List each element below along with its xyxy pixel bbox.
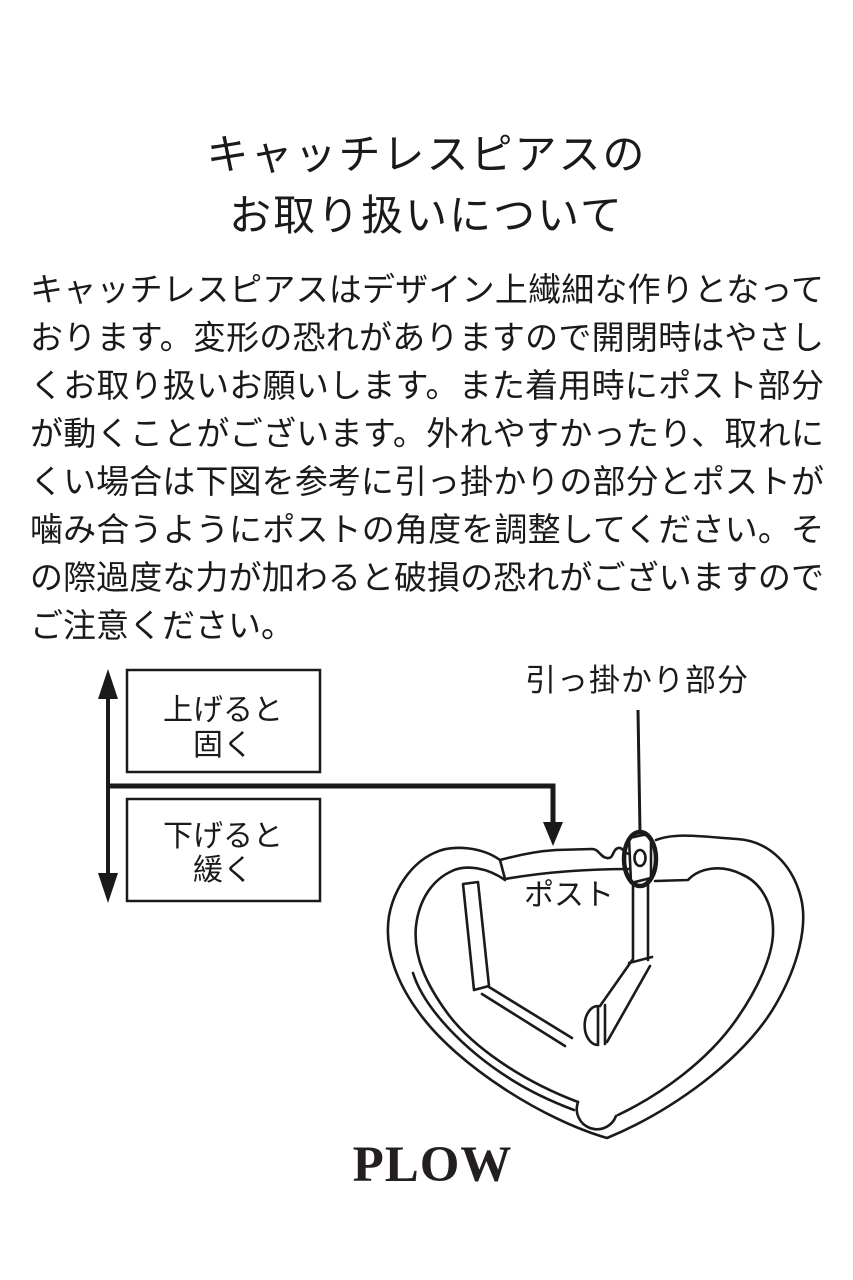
post-bar-top-edge [498, 847, 594, 862]
body-line: が動くことがございます。外れやすかったり、取れに [30, 415, 824, 452]
pointer-arrowhead-icon [543, 822, 563, 846]
band-depth-slant-edges [480, 985, 574, 1048]
raise-box-label-line1: 上げると [163, 694, 283, 727]
raise-box [125, 668, 322, 774]
brand-logo: PLOW [352, 1137, 513, 1193]
body-text: キャッチレスピアスはデザイン上繊細な作りとなって おります。変形の恐れがあります… [30, 266, 824, 650]
body-line: キャッチレスピアスはデザイン上繊細な作りとなって [30, 271, 824, 308]
body-line: 噛み合うようにポストの角度を調整してください。そ [30, 511, 824, 548]
hook-part-label: 引っ掛かり部分 [525, 663, 749, 698]
hinge-arm [627, 876, 654, 965]
heart-inner-outline-right [616, 867, 775, 1117]
hook-leader-line [636, 709, 642, 833]
band-depth-left-bar [461, 880, 491, 992]
hook-hole [633, 848, 647, 868]
page-title: キャッチレスピアスの お取り扱いについて [0, 124, 853, 246]
band-bottom-end-cap [575, 1100, 618, 1131]
post-label: ポスト [524, 879, 614, 912]
lower-box-label-line2: 緩く [193, 854, 253, 887]
hook-highlight-ellipse [621, 829, 659, 889]
heart-earring-illustration [386, 833, 805, 1140]
hoop-open-end-cap [583, 1003, 607, 1047]
body-line: くお取り扱いお願いします。また着用時にポスト部分 [30, 367, 824, 404]
title-line-2: お取り扱いについて [229, 192, 624, 239]
body-line: くい場合は下図を参考に引っ掛かりの部分とポストが [30, 463, 824, 500]
title-line-1: キャッチレスピアスの [206, 131, 647, 178]
band-depth-right-bar [598, 957, 652, 1044]
body-line: ご注意ください。 [30, 607, 294, 644]
lower-box [125, 797, 322, 903]
post-pointer-line [108, 783, 556, 824]
heart-inner-outline-left [414, 866, 580, 1104]
up-arrowhead-icon [98, 669, 118, 699]
post-bar-bottom-edge [503, 867, 632, 881]
body-line: の際過度な力が加わると破損の恐れがございますので [30, 559, 824, 596]
lower-box-label-line1: 下げると [163, 820, 283, 853]
band-cut-edge [498, 858, 507, 881]
body-line: おります。変形の恐れがありますので開閉時はやさし [30, 319, 824, 356]
instruction-diagram: 上げると 固く 下げると 緩く 引っ掛かり部分 [98, 663, 805, 1140]
raise-box-label-line2: 固く [193, 729, 253, 762]
down-arrowhead-icon [98, 873, 118, 903]
band-bottom-shadow-edge [411, 971, 576, 1112]
heart-outer-outline [386, 834, 805, 1140]
